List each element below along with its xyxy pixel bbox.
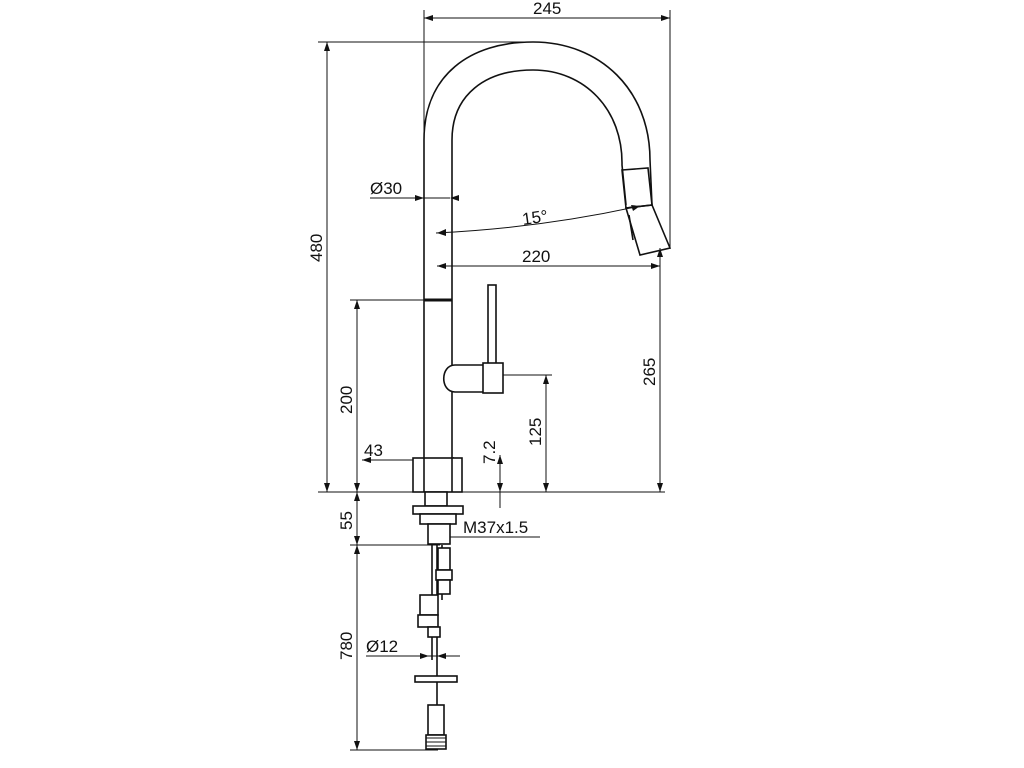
dim-pipe-diameter: Ø12 xyxy=(366,637,398,656)
faucet-body xyxy=(412,41,672,750)
dim-spray-angle: 15° xyxy=(521,207,549,229)
dim-hose-length: 780 xyxy=(337,632,356,660)
dim-body-diameter: Ø30 xyxy=(370,179,402,198)
dim-lever-axis-height: 125 xyxy=(526,418,545,446)
dim-shank-length: 55 xyxy=(337,511,356,530)
dim-spout-reach: 220 xyxy=(522,247,550,266)
dim-lever-height: 200 xyxy=(337,386,356,414)
dim-thread: M37x1.5 xyxy=(463,518,528,537)
dim-base-offset: 7.2 xyxy=(480,440,499,464)
dim-overall-height: 480 xyxy=(307,234,326,262)
dim-spout-outlet-height: 265 xyxy=(640,358,659,386)
dimension-arrows xyxy=(324,15,670,750)
dim-overall-width: 245 xyxy=(533,0,561,18)
dim-base-diameter: 43 xyxy=(364,441,383,460)
